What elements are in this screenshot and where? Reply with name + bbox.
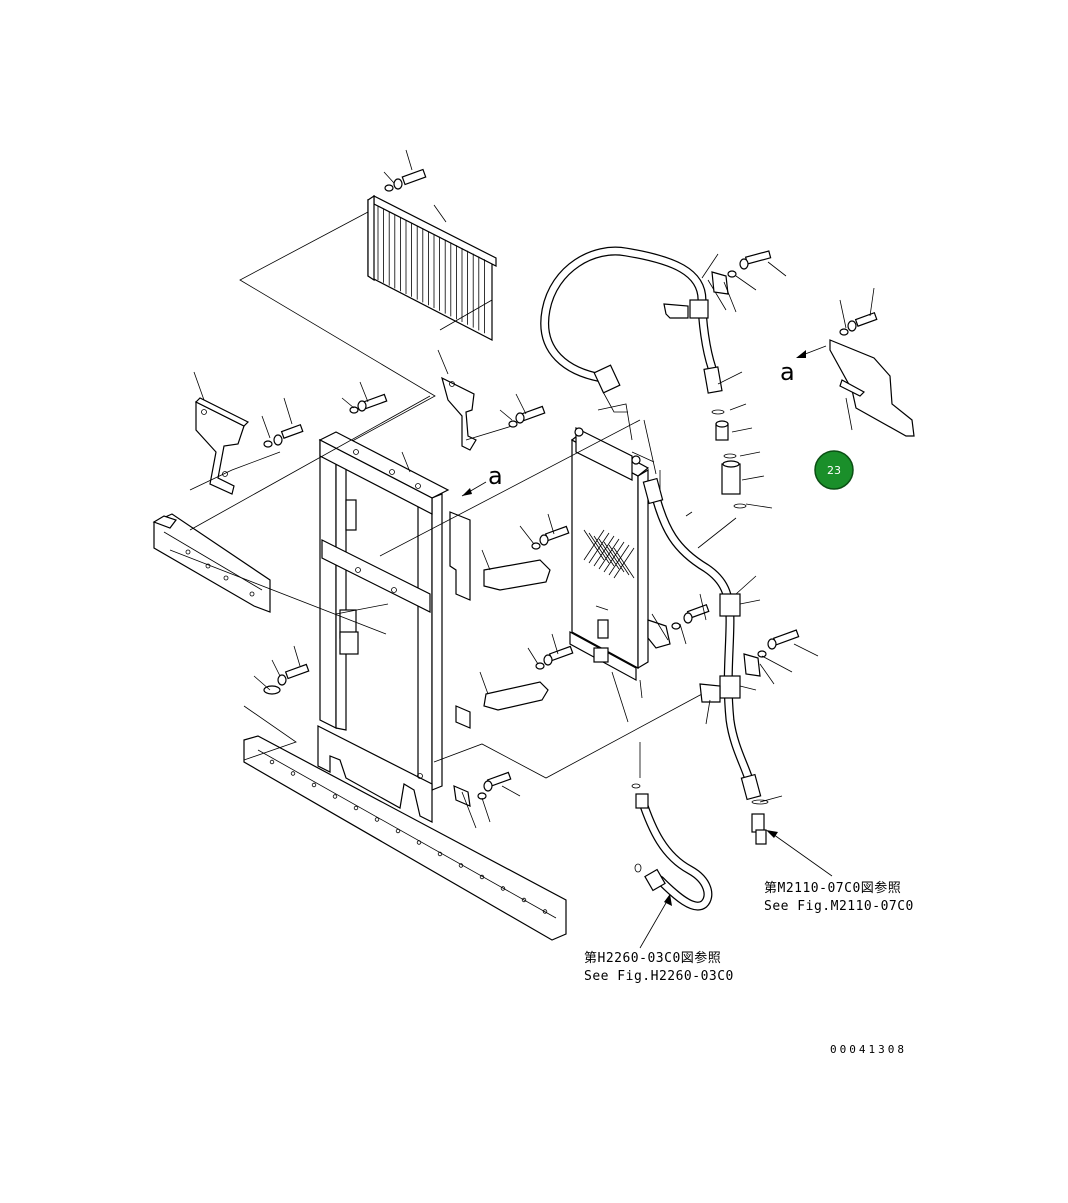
bolt-frame-lower[interactable] (453, 771, 512, 807)
clamp-plate-upper[interactable] (711, 270, 737, 295)
lower-right-hose[interactable] (642, 477, 762, 801)
svg-text:a: a (780, 358, 795, 386)
nut-fitting[interactable] (721, 460, 741, 495)
mid-bracket-upper[interactable] (449, 511, 551, 601)
oil-cooler[interactable] (569, 427, 650, 682)
upper-bracket[interactable] (441, 376, 477, 451)
bolt-lower-left-1[interactable] (263, 663, 310, 695)
o-ring-2[interactable] (723, 453, 737, 459)
o-ring-6[interactable] (634, 863, 642, 873)
lower-hose-short[interactable] (635, 793, 713, 911)
bolt-center-1[interactable] (349, 393, 388, 414)
sensor-fitting[interactable] (751, 813, 767, 845)
o-ring-1[interactable] (711, 409, 725, 415)
reference-callout-h2260[interactable]: 第H2260-03C0図参照 See Fig.H2260-03C0 (584, 894, 734, 984)
item-number-badge[interactable]: 23 (814, 450, 854, 490)
hose-clamp-lower-1[interactable] (719, 593, 741, 617)
washer-top-1[interactable] (384, 184, 394, 192)
o-ring-4[interactable] (751, 799, 769, 805)
view-arrow-a-left: a (461, 462, 503, 497)
bolt-lower-hose[interactable] (767, 629, 800, 650)
svg-text:23: 23 (827, 464, 841, 477)
bolt-plate[interactable] (839, 311, 878, 336)
mounting-plate[interactable] (829, 339, 915, 437)
left-bracket[interactable] (194, 397, 250, 495)
svg-text:第H2260-03C0図参照: 第H2260-03C0図参照 (584, 950, 721, 966)
left-channel-rail[interactable] (152, 513, 271, 613)
bolt-mid-1[interactable] (531, 525, 570, 550)
view-arrow-a-right: a (780, 345, 827, 386)
o-ring-3[interactable] (733, 503, 747, 509)
svg-text:See Fig.M2110-07C0: See Fig.M2110-07C0 (764, 899, 914, 914)
svg-text:See Fig.H2260-03C0: See Fig.H2260-03C0 (584, 969, 734, 984)
bolt-cooler-1[interactable] (683, 603, 710, 624)
bolt-upper-hose[interactable] (739, 250, 772, 270)
bolt-center-2[interactable] (508, 405, 546, 428)
o-ring-5[interactable] (631, 783, 641, 789)
svg-text:a: a (488, 462, 503, 490)
hose-clamp-lower-2[interactable] (699, 675, 741, 703)
hose-clamp-upper[interactable] (663, 299, 709, 319)
radiator-frame[interactable] (317, 431, 450, 823)
bolt-mid-2[interactable] (535, 645, 574, 670)
reference-callout-m2110[interactable]: 第M2110-07C0図参照 See Fig.M2110-07C0 (764, 830, 914, 914)
cooler-bracket-right[interactable] (647, 619, 681, 649)
bolt-top-1[interactable] (393, 168, 427, 190)
condenser-core[interactable] (367, 194, 497, 341)
svg-text:第M2110-07C0図参照: 第M2110-07C0図参照 (764, 880, 901, 896)
clamp-plate-lower[interactable] (743, 650, 767, 677)
bottom-front-rail[interactable] (243, 735, 567, 941)
mid-bracket-lower[interactable] (455, 681, 549, 729)
bolt-left-1[interactable] (263, 423, 304, 448)
upper-hose[interactable] (540, 246, 723, 394)
drawing-code: 00041308 (830, 1043, 907, 1056)
adapter-fitting[interactable] (715, 420, 729, 441)
